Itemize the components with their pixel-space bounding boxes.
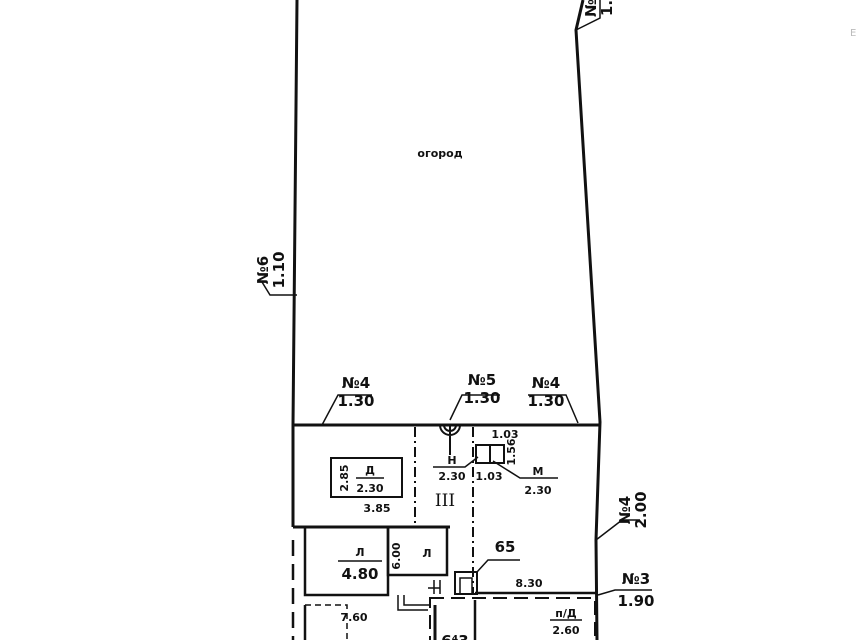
l-main-length: 6.00	[390, 542, 403, 569]
boundary-5-id: №5	[468, 371, 496, 389]
boundary-4-left-value: 1.30	[337, 392, 374, 410]
pd-code: п/Д	[555, 607, 577, 620]
fence-length: 8.30	[515, 577, 542, 590]
boundary-4-right-id: №4	[532, 374, 560, 392]
bottom-left-dimension: 7.60	[340, 611, 367, 624]
boundary-3-id: №3	[622, 570, 650, 588]
boundary-4-east-value: 2.00	[632, 491, 650, 528]
boundary-4-east-id: №4	[616, 496, 634, 524]
l-small-code: Л	[422, 547, 431, 560]
shed-d-code: Д	[365, 464, 375, 477]
building-l-small	[386, 525, 449, 577]
margin-mark: E	[850, 28, 856, 39]
building-pd	[429, 597, 596, 640]
m-bottom: 1.03	[475, 470, 502, 483]
boundary-top-right-value: 1.	[598, 0, 616, 16]
house-partial-label: 6⁴3	[441, 632, 468, 640]
shed-d-depth: 2.85	[338, 464, 351, 491]
pd-height: 2.60	[552, 624, 579, 637]
m-height: 2.30	[524, 484, 551, 497]
shed-d-width: 3.85	[363, 502, 390, 515]
gate-width: 65	[495, 538, 516, 556]
m-top: 1.03	[491, 428, 518, 441]
m-side: 1.56	[505, 438, 518, 465]
garden-label: огород	[417, 147, 462, 160]
l-main-code: Л	[355, 546, 364, 559]
boundary-4-right-value: 1.30	[527, 392, 564, 410]
plot-left-boundary	[291, 0, 299, 527]
boundary-6-value: 1.10	[270, 251, 288, 288]
plot-right-boundary	[574, 0, 602, 640]
boundary-6-id: №6	[254, 256, 272, 284]
n-height: 2.30	[438, 470, 465, 483]
boundary-3-value: 1.90	[617, 592, 654, 610]
yard-label: III	[435, 491, 455, 511]
boundary-top-right-id: №	[582, 0, 600, 17]
shed-d	[330, 457, 403, 498]
l-main-height: 4.80	[341, 565, 378, 583]
m-code: М	[533, 465, 544, 478]
n-code: Н	[447, 454, 456, 467]
boundary-4-left-id: №4	[342, 374, 370, 392]
boundary-5-value: 1.30	[463, 389, 500, 407]
shed-d-height: 2.30	[356, 482, 383, 495]
